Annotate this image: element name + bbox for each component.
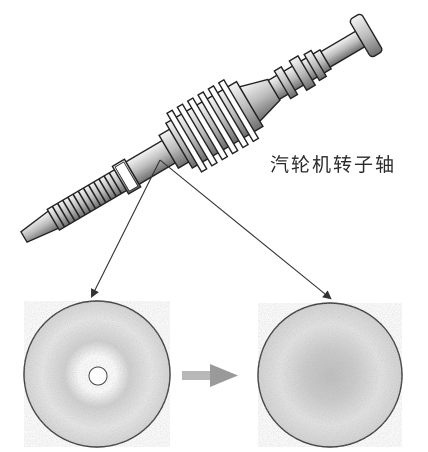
leader-line-right — [160, 160, 330, 298]
cross-section-after — [258, 303, 402, 447]
process-arrow — [182, 364, 238, 387]
cross-section-before — [24, 301, 170, 447]
center-bore — [89, 367, 107, 385]
diagram-caption: 汽轮机转子轴 — [270, 150, 396, 177]
rotor-shaft — [7, 3, 390, 267]
